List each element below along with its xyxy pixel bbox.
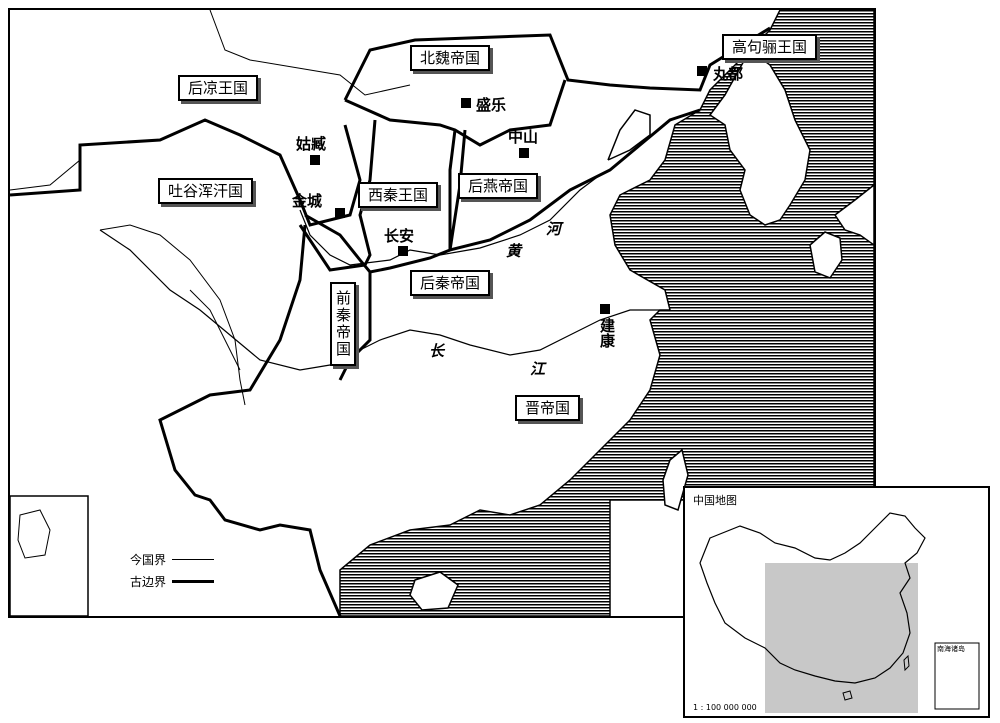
bohai-coast [607,109,651,161]
yellow-river-label-1: 河 [546,220,562,238]
yangtze-label-1: 长 [429,342,445,360]
south-sea-inset [10,495,89,616]
inset-south-sea-label: 南海诸岛 [937,645,965,653]
legend-ancient-border: 古边界 [130,570,215,592]
city-jincheng-marker [335,208,345,218]
inset-scale: 1 : 100 000 000 [693,703,757,712]
yangtze-label-2: 江 [530,360,546,378]
inset-highlight-area [765,563,918,713]
label-xi-qin: 西秦王国 [358,182,439,208]
legend-modern-border: 今国界 [130,548,215,570]
inset-title: 中国地图 [693,494,737,507]
inset-hainan [842,690,853,701]
city-jiankang: 建康 [598,318,616,348]
inset-south-sea-box [934,642,980,710]
japan-kyushu [809,231,843,279]
label-goguryeo: 高句骊王国 [722,34,818,60]
legend: 今国界 古边界 [130,548,215,592]
label-hou-yan: 后燕帝国 [458,173,539,199]
city-zhongshan-marker [519,148,529,158]
city-wandu: 丸都 [713,65,744,83]
label-tuyuhun: 吐谷浑汗国 [158,178,254,204]
city-wandu-marker [697,66,707,76]
map-drawing [10,10,874,616]
korean-peninsula [708,48,811,226]
label-bei-wei: 北魏帝国 [410,45,491,71]
yellow-river-label-2: 黄 [506,242,522,260]
city-guzang: 姑臧 [296,135,327,153]
taiwan [662,448,689,511]
label-qian-qin: 前秦帝国 [330,282,356,366]
inset-drawing [699,512,980,713]
china-outline [699,512,926,684]
city-shengle-marker [461,98,471,108]
main-map [8,8,876,618]
japan-honshu [833,184,874,246]
yangtze-river [99,229,660,371]
label-jin: 晋帝国 [515,395,581,421]
city-shengle: 盛乐 [476,96,507,114]
minor-river [189,289,241,371]
hainan [409,571,459,611]
city-jiankang-marker [600,304,610,314]
city-changan: 长安 [384,227,415,245]
city-guzang-marker [310,155,320,165]
yellow-river [299,174,601,266]
city-jincheng: 金城 [292,192,323,210]
label-hou-liang: 后凉王国 [178,75,259,101]
china-inset-map: 中国地图 1 : 100 000 000 南海诸岛 [683,486,990,718]
city-changan-marker [398,246,408,256]
city-zhongshan: 中山 [508,128,539,146]
inset-taiwan [903,654,910,672]
label-hou-qin: 后秦帝国 [410,270,491,296]
